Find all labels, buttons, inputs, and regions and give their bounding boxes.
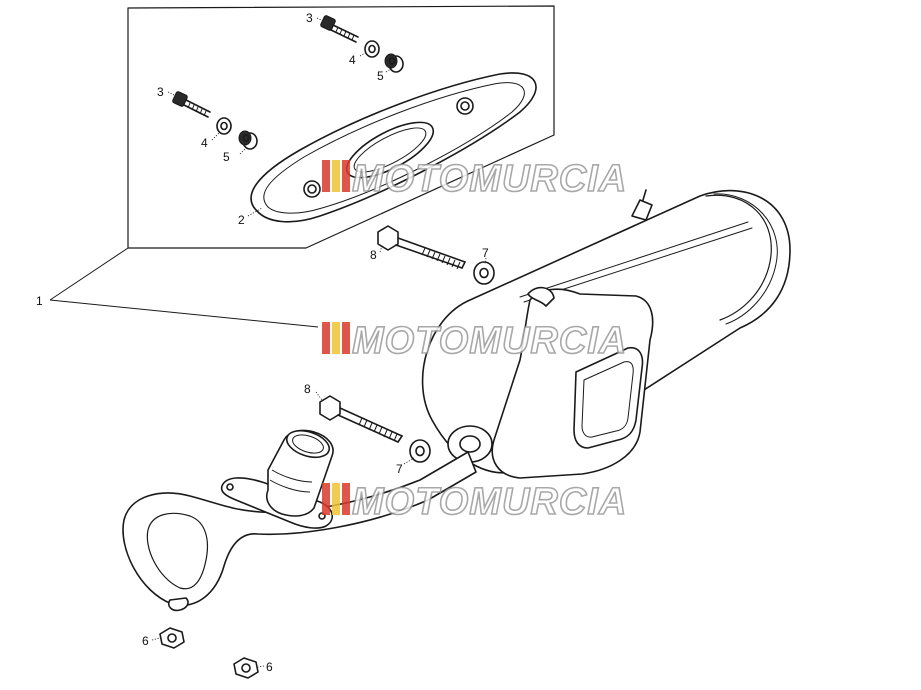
watermark-text-top: MOTOMURCIA (352, 158, 627, 200)
muffler (421, 189, 791, 479)
bolt-upper (377, 225, 466, 270)
callout-2: 2 (238, 213, 245, 227)
callout-3-lower: 3 (157, 85, 164, 99)
leader-lines-item-1 (49, 247, 319, 328)
callout-labels: 1 2 3 3 4 4 5 5 6 6 7 7 8 8 (36, 11, 489, 674)
callout-7-upper: 7 (482, 246, 489, 260)
watermark-text-middle: MOTOMURCIA (352, 320, 627, 362)
callout-8-lower: 8 (304, 382, 311, 396)
spacer-upper (384, 53, 404, 73)
washer-upper-bolt (473, 261, 495, 285)
callout-5-lower: 5 (223, 150, 230, 164)
callout-8-upper: 8 (370, 248, 377, 262)
nut-upper (159, 627, 185, 649)
watermark-bottom: MOTOMURCIA (322, 480, 627, 524)
callout-6-lower: 6 (266, 660, 273, 674)
washer-upper (364, 40, 380, 58)
watermark-text-bottom: MOTOMURCIA (352, 481, 627, 523)
screw-lower (172, 91, 211, 118)
callout-7-lower: 7 (396, 462, 403, 476)
watermark-top: MOTOMURCIA (322, 157, 627, 201)
callout-4-upper: 4 (349, 53, 356, 67)
callout-5-upper: 5 (377, 69, 384, 83)
callout-1: 1 (36, 294, 43, 308)
bolt-lower (319, 395, 403, 443)
washer-lower-bolt (409, 439, 431, 463)
heat-shield-kit-frame (127, 5, 555, 249)
spacer-lower (238, 130, 258, 150)
callout-4-lower: 4 (201, 136, 208, 150)
watermark-middle: MOTOMURCIA (322, 319, 627, 363)
callout-3-upper: 3 (306, 11, 313, 25)
callout-6-upper: 6 (142, 634, 149, 648)
screw-upper (320, 15, 359, 43)
nut-lower (233, 657, 259, 679)
exhaust-pipe (122, 429, 477, 612)
washer-lower (216, 117, 232, 135)
callout-leaders (151, 17, 487, 668)
